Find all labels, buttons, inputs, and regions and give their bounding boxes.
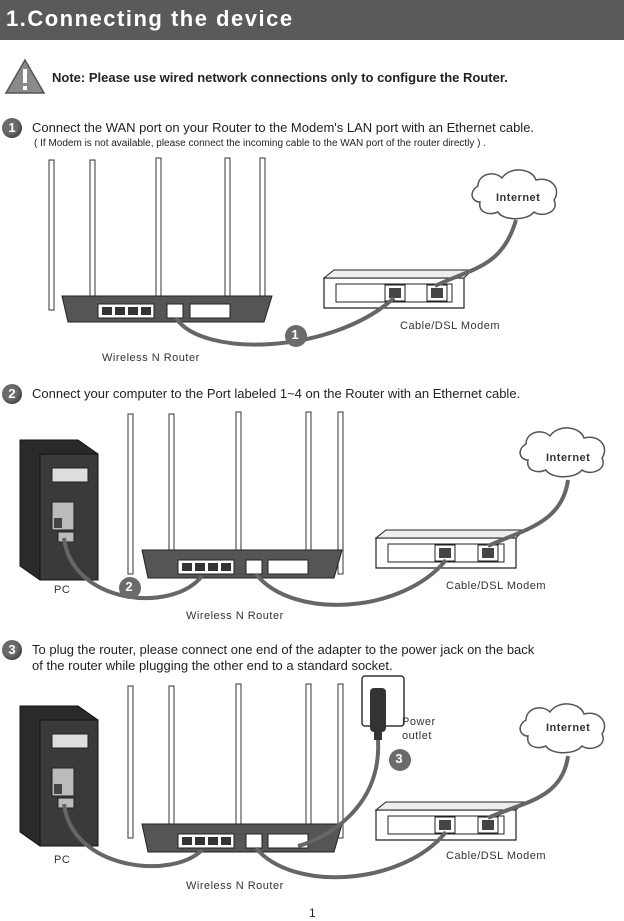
router-label: Wireless N Router: [102, 352, 200, 364]
warning-icon: [4, 58, 46, 94]
step-1-subtext: ( If Modem is not available, please conn…: [34, 138, 487, 149]
cable-badge-circle: [389, 749, 411, 771]
step-3: 3 To plug the router, please connect one…: [2, 640, 624, 900]
internet-cloud: [519, 427, 606, 478]
modem-label: Cable/DSL Modem: [400, 320, 501, 332]
pc-label: PC: [54, 854, 71, 866]
page-title: 1.Connecting the device: [6, 6, 294, 31]
step-3-badge: 3: [2, 640, 22, 660]
cable-badge-3: 3: [395, 751, 403, 766]
step-2-diagram: [19, 411, 606, 607]
power-outlet-label-1: Power: [402, 716, 436, 728]
cable-badge-circle: [285, 325, 307, 347]
router-body: [61, 295, 273, 323]
internet-cloud: [519, 703, 606, 754]
router-label: Wireless N Router: [186, 610, 284, 622]
pc-tower: [19, 705, 99, 847]
step-1: 1 Connect the WAN port on your Router to…: [2, 118, 624, 370]
cable-modem-internet: [487, 755, 570, 820]
note-text: Note: Please use wired network connectio…: [52, 70, 508, 85]
pc-tower: [19, 439, 99, 581]
step-2-badge: 2: [2, 384, 22, 404]
router-body: [141, 823, 343, 853]
cable-router-modem: [254, 558, 448, 607]
modem: [374, 529, 526, 569]
step-1-diagram: [48, 157, 558, 347]
internet-label: Internet: [546, 722, 591, 734]
cable-badge-circle: [119, 577, 141, 599]
page-header: 1.Connecting the device: [0, 0, 624, 40]
cable-power: [297, 739, 381, 848]
pc-label: PC: [54, 584, 71, 596]
cable-router-modem: [254, 830, 448, 880]
cable-modem-internet: [434, 219, 518, 288]
modem-label: Cable/DSL Modem: [446, 850, 547, 862]
page-number: 1: [309, 906, 316, 920]
step-1-badge: 1: [2, 118, 22, 138]
note-row: Note: Please use wired network connectio…: [4, 58, 624, 98]
cable-router-modem: [174, 296, 396, 347]
modem-label: Cable/DSL Modem: [446, 580, 547, 592]
cable-modem-internet: [487, 479, 570, 548]
router-label: Wireless N Router: [186, 880, 284, 892]
internet-cloud: [471, 169, 558, 220]
power-outlet-label-2: outlet: [402, 730, 432, 742]
step-3-diagram: [19, 675, 606, 880]
router-antennas: [127, 411, 344, 575]
internet-label: Internet: [546, 452, 591, 464]
power-outlet: [361, 675, 405, 740]
internet-label: Internet: [496, 192, 541, 204]
router-body: [141, 549, 343, 579]
step-3-text-line1: To plug the router, please connect one e…: [32, 642, 535, 657]
router-antennas: [48, 157, 266, 311]
cable-badge-1: 1: [291, 327, 299, 342]
router-antennas: [127, 683, 344, 839]
modem: [374, 801, 526, 841]
step-2-text: Connect your computer to the Port labele…: [32, 386, 521, 401]
modem: [322, 269, 474, 309]
cable-pc-router: [62, 803, 204, 869]
cable-badge-2: 2: [125, 579, 133, 594]
step-1-text: Connect the WAN port on your Router to t…: [32, 120, 535, 135]
step-3-text-line2: of the router while plugging the other e…: [32, 658, 393, 673]
step-2: 2 Connect your computer to the Port labe…: [2, 384, 624, 636]
